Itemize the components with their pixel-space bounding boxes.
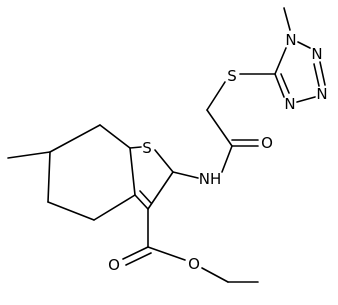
atom-n2-tetrazole: N	[311, 45, 322, 63]
atom-nh-amide: NH	[199, 170, 222, 188]
bond	[296, 96, 316, 103]
bond	[283, 7, 291, 31]
bond	[313, 63, 320, 87]
bond	[172, 171, 199, 179]
bond	[93, 194, 136, 221]
bond	[206, 109, 233, 147]
atom-n3-tetrazole: N	[316, 85, 327, 103]
atom-n4-tetrazole: N	[284, 95, 295, 113]
bond	[47, 151, 51, 203]
bond	[206, 81, 226, 111]
bond	[139, 190, 152, 204]
atom-o-ester-carbonyl: O	[108, 256, 120, 274]
bond	[154, 149, 174, 173]
atom-n1-tetrazole: N	[285, 31, 296, 49]
bond	[125, 252, 152, 266]
atom-s-thiophene: S	[142, 139, 152, 157]
atom-o-ester-ether: O	[188, 255, 200, 273]
bond	[134, 194, 149, 210]
bond	[297, 41, 311, 49]
bond	[201, 267, 229, 283]
bond	[274, 73, 285, 98]
bond	[129, 147, 136, 196]
bond	[274, 47, 287, 75]
bond	[147, 171, 174, 210]
bond	[49, 124, 101, 153]
bond	[129, 146, 142, 149]
bond	[99, 124, 131, 149]
atom-o-amide: O	[261, 134, 273, 152]
bond	[319, 61, 326, 86]
atom-s-thioether: S	[227, 67, 237, 85]
bond	[221, 145, 233, 173]
bond	[147, 246, 186, 261]
bond	[7, 151, 51, 159]
bond	[122, 246, 149, 260]
bond	[280, 73, 290, 94]
bond	[47, 201, 95, 221]
